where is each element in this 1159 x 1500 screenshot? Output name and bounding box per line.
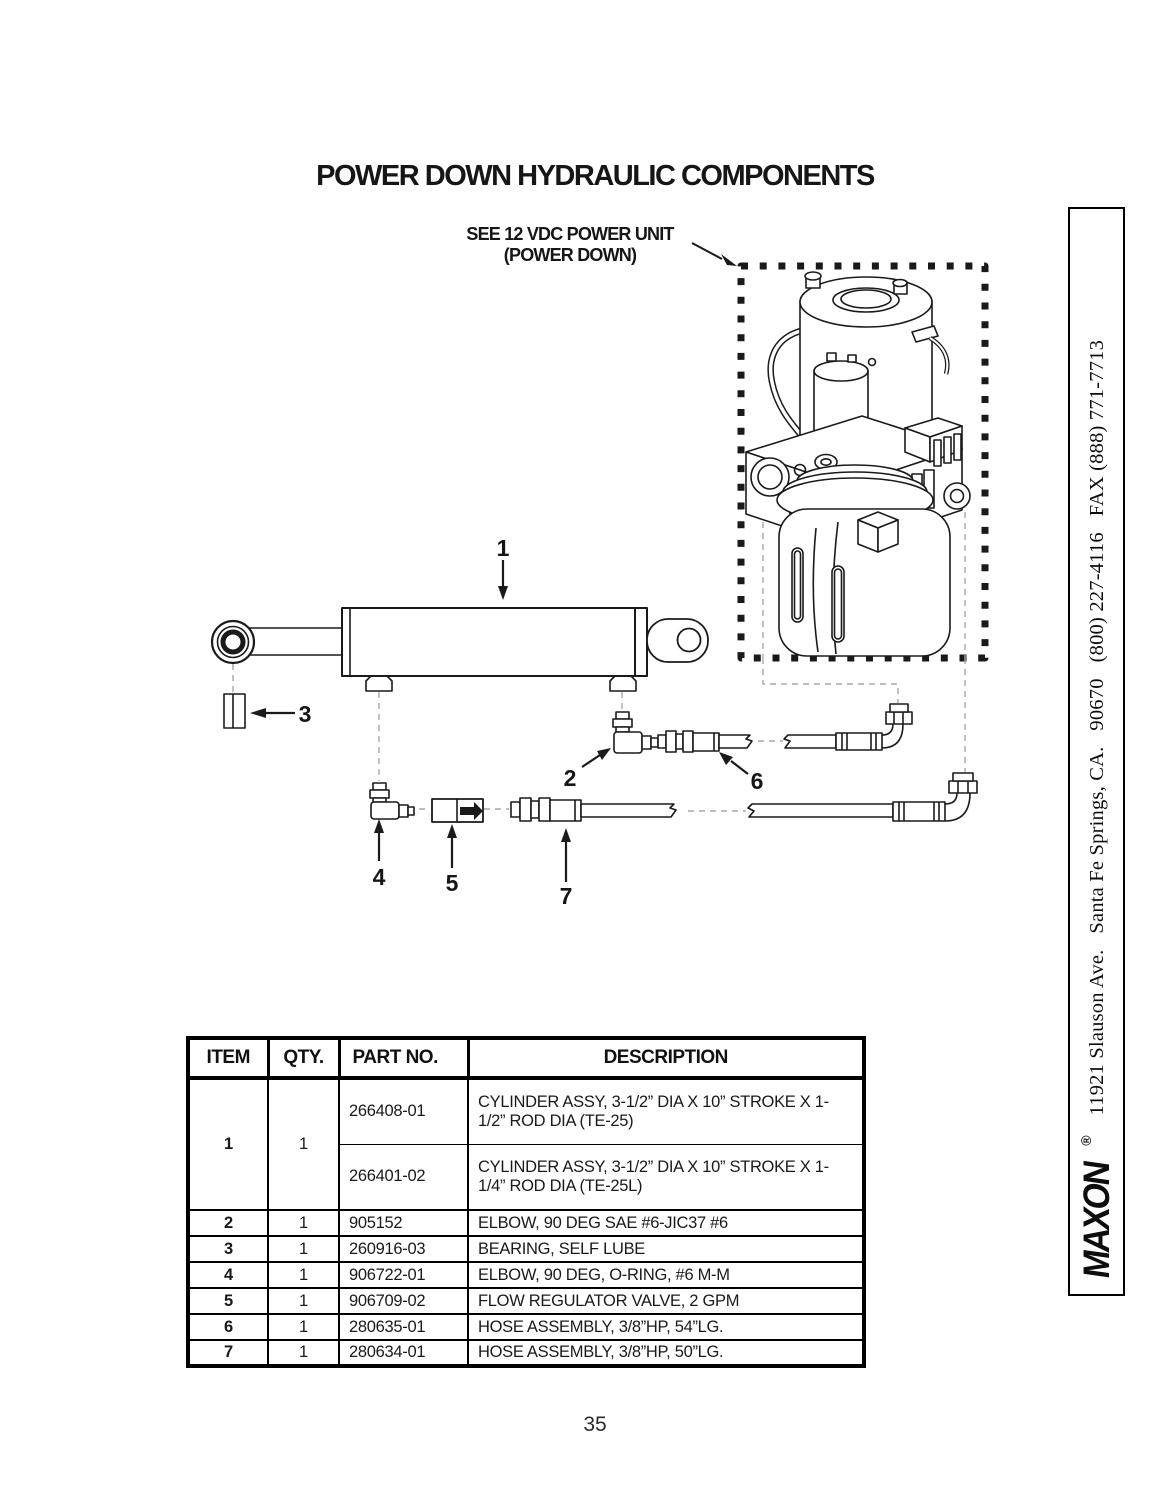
cell-item: 2 bbox=[187, 1209, 269, 1237]
page-title: POWER DOWN HYDRAULIC COMPONENTS bbox=[316, 160, 875, 193]
cell-qty: 1 bbox=[267, 1287, 340, 1315]
cell-description: HOSE ASSEMBLY, 3/8”HP, 54”LG. bbox=[467, 1313, 865, 1341]
cell-part-no: 260916-03 bbox=[338, 1235, 469, 1263]
cell-qty: 1 bbox=[267, 1339, 340, 1367]
annotation-line1: SEE 12 VDC POWER UNIT bbox=[466, 224, 674, 244]
table-row: 7 1 280634-01 HOSE ASSEMBLY, 3/8”HP, 50”… bbox=[187, 1339, 865, 1367]
cell-part-no: 905152 bbox=[338, 1209, 469, 1237]
cell-item: 4 bbox=[187, 1261, 269, 1289]
registered-trademark-symbol: ® bbox=[1078, 1135, 1094, 1146]
cell-qty: 1 bbox=[267, 1261, 340, 1289]
cell-qty: 1 bbox=[267, 1209, 340, 1237]
cell-part-no: 906709-02 bbox=[338, 1287, 469, 1315]
callout-arrows bbox=[250, 560, 749, 882]
header-part-no: PART NO. bbox=[337, 1036, 470, 1080]
annotation-arrow bbox=[691, 242, 737, 266]
leader-lines bbox=[232, 512, 966, 812]
hydraulic-components-diagram: 1 2 3 4 5 6 7 bbox=[210, 242, 989, 909]
elbow-oring-fitting bbox=[369, 782, 415, 820]
callout-1: 1 bbox=[497, 535, 510, 561]
cell-description: CYLINDER ASSY, 3-1/2” DIA X 10” STROKE X… bbox=[467, 1077, 865, 1145]
parts-table: ITEM QTY. PART NO. DESCRIPTION 1 1 26640… bbox=[186, 1036, 866, 1368]
cell-description: FLOW REGULATOR VALVE, 2 GPM bbox=[467, 1287, 865, 1315]
cell-description: CYLINDER ASSY, 3-1/2” DIA X 10” STROKE X… bbox=[467, 1143, 865, 1211]
elbow-sae-fitting bbox=[612, 711, 659, 754]
cell-item: 5 bbox=[187, 1287, 269, 1315]
parts-table-header-row: ITEM QTY. PART NO. DESCRIPTION bbox=[186, 1036, 866, 1080]
table-row: 266401-02 CYLINDER ASSY, 3-1/2” DIA X 10… bbox=[188, 1143, 865, 1211]
callout-5: 5 bbox=[446, 870, 459, 896]
table-row: 4 1 906722-01 ELBOW, 90 DEG, O-RING, #6 … bbox=[187, 1261, 865, 1289]
header-description: DESCRIPTION bbox=[466, 1036, 866, 1080]
hose-assembly-54 bbox=[657, 703, 913, 753]
callout-4: 4 bbox=[373, 864, 386, 890]
cell-qty: 1 bbox=[267, 1235, 340, 1263]
table-row: 3 1 260916-03 BEARING, SELF LUBE bbox=[187, 1235, 865, 1263]
cell-qty: 1 bbox=[267, 1313, 340, 1341]
callout-2: 2 bbox=[564, 765, 577, 791]
maxon-sidebar: MAXON ® 11921 Slauson Ave. Santa Fe Sprin… bbox=[1068, 207, 1125, 1296]
table-row: 6 1 280635-01 HOSE ASSEMBLY, 3/8”HP, 54”… bbox=[187, 1313, 865, 1341]
cell-part-no: 906722-01 bbox=[338, 1261, 469, 1289]
cylinder-assembly bbox=[210, 607, 709, 692]
bearing-self-lube bbox=[223, 693, 246, 729]
annotation-line2: (POWER DOWN) bbox=[503, 245, 637, 265]
header-qty: QTY. bbox=[266, 1036, 341, 1080]
cell-description: ELBOW, 90 DEG SAE #6-JIC37 #6 bbox=[467, 1209, 865, 1237]
table-row: 5 1 906709-02 FLOW REGULATOR VALVE, 2 GP… bbox=[187, 1287, 865, 1315]
power-unit-illustration bbox=[745, 271, 971, 657]
cell-item: 7 bbox=[187, 1339, 269, 1367]
cell-item: 6 bbox=[187, 1313, 269, 1341]
cell-item: 1 bbox=[187, 1077, 269, 1211]
table-row: 2 1 905152 ELBOW, 90 DEG SAE #6-JIC37 #6 bbox=[187, 1209, 865, 1237]
cell-part-no: 280635-01 bbox=[338, 1313, 469, 1341]
flow-regulator-valve bbox=[431, 798, 484, 823]
cell-part-no: 280634-01 bbox=[338, 1339, 469, 1367]
maxon-logo: MAXON bbox=[1076, 1159, 1117, 1281]
cell-part-no: 266401-02 bbox=[338, 1143, 469, 1211]
cell-qty: 1 bbox=[267, 1077, 340, 1211]
callout-3: 3 bbox=[299, 701, 312, 727]
power-unit-annotation: SEE 12 VDC POWER UNIT (POWER DOWN) bbox=[430, 224, 710, 266]
company-address: 11921 Slauson Ave. Santa Fe Springs, CA.… bbox=[1085, 339, 1108, 1116]
cell-item: 3 bbox=[187, 1235, 269, 1263]
header-item: ITEM bbox=[186, 1036, 270, 1080]
sidebar-rotated-content: MAXON ® 11921 Slauson Ave. Santa Fe Sprin… bbox=[1072, 199, 1122, 1293]
cell-description: ELBOW, 90 DEG, O-RING, #6 M-M bbox=[467, 1261, 865, 1289]
callout-6: 6 bbox=[751, 768, 764, 794]
cell-description: HOSE ASSEMBLY, 3/8”HP, 50”LG. bbox=[467, 1339, 865, 1367]
cell-description: BEARING, SELF LUBE bbox=[467, 1235, 865, 1263]
table-row: 1 1 266408-01 CYLINDER ASSY, 3-1/2” DIA … bbox=[187, 1077, 865, 1211]
cell-part-no: 266408-01 bbox=[338, 1077, 469, 1145]
callout-7: 7 bbox=[560, 883, 573, 909]
hose-assembly-50 bbox=[510, 772, 978, 822]
page-number: 35 bbox=[583, 1413, 607, 1436]
